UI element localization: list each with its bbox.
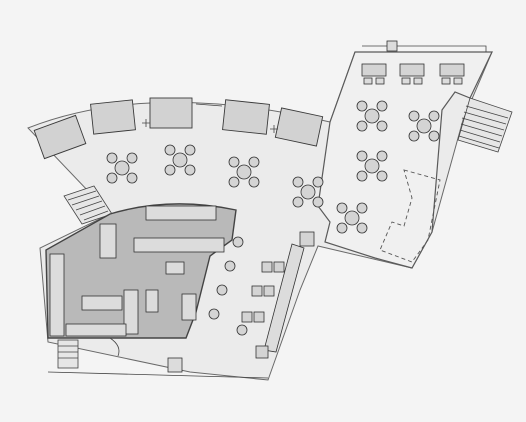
kitchen-island [81,295,123,311]
kitchen-counter-top [145,205,217,221]
kitchen-unit [123,289,139,335]
kitchen-bottom [65,323,127,337]
kitchen-sink [165,261,185,275]
column-top [386,40,398,52]
kitchen-unit-2 [145,289,159,313]
stair-right [457,97,513,153]
terrace-outline [317,51,493,269]
dashed-zone [379,169,441,263]
column-marker-icon [142,119,278,133]
kitchen-table [99,223,117,259]
entry-steps [47,339,269,379]
square-tables [361,63,465,85]
booth-benches [33,97,324,160]
terrace-rail [362,45,487,52]
kitchen-unit-3 [181,293,197,321]
table-group [106,100,440,234]
stair-left [63,185,113,225]
kitchen-counter-mid [133,237,225,253]
door-swing-icon [109,337,120,357]
kitchen-left-wall [49,253,65,337]
bar-area [208,231,315,359]
